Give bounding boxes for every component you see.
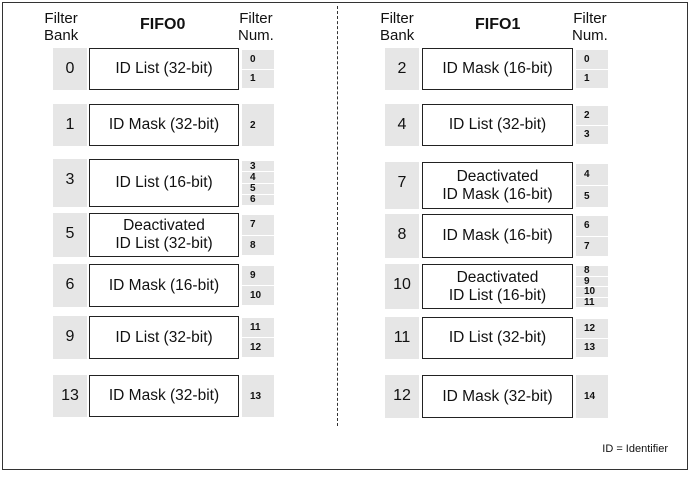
filter-mode-label: ID Mask (16-bit) (442, 60, 553, 77)
filter-mode-box: Deactivated ID Mask (16-bit) (422, 162, 573, 209)
filter-num-cell: 12 (242, 338, 274, 357)
filter-mode-box: ID Mask (16-bit) (422, 48, 573, 90)
filter-bank-cell: 13 (53, 375, 87, 417)
filter-bank-header-fifo1: Filter Bank (380, 10, 415, 44)
filter-mode-label: ID Mask (16-bit) (108, 276, 220, 294)
filter-mode-label: ID Mask (32-bit) (442, 387, 553, 405)
filter-num-cell: 5 (576, 186, 608, 207)
filter-mode-label: Deactivated ID Mask (16-bit) (442, 167, 553, 203)
filter-num-cell: 14 (576, 375, 608, 418)
filter-num-cell: 7 (576, 236, 608, 256)
filter-mode-label: ID List (32-bit) (448, 329, 547, 346)
filter-mode-box: ID Mask (16-bit) (89, 264, 239, 307)
filter-num-cell: 0 (576, 50, 608, 69)
filter-mode-box: ID Mask (32-bit) (89, 375, 239, 417)
filter-num-header-fifo1: Filter Num. (572, 10, 608, 44)
filter-bank-cell: 1 (53, 104, 87, 146)
filter-mode-box: ID List (32-bit) (422, 104, 573, 146)
filter-num-cell: 0 (242, 50, 274, 69)
filter-mode-label: Deactivated ID List (32-bit) (115, 217, 213, 252)
filter-num-header-fifo0: Filter Num. (238, 10, 274, 44)
filter-mode-label: ID Mask (32-bit) (108, 387, 220, 404)
filter-num-cell: 8 (576, 265, 608, 276)
filter-mode-label: ID List (16-bit) (115, 174, 213, 191)
filter-mode-box: ID List (32-bit) (89, 48, 239, 90)
filter-mode-box: ID Mask (32-bit) (89, 104, 239, 146)
filter-num-cell: 10 (242, 286, 274, 305)
filter-num-cell: 10 (576, 286, 608, 297)
filter-num-cell: 7 (242, 215, 274, 235)
filter-num-cell: 4 (242, 172, 274, 183)
filter-num-cell: 8 (242, 235, 274, 255)
diagram-frame (2, 2, 688, 470)
filter-num-cell: 6 (576, 216, 608, 236)
filter-mode-box: ID Mask (16-bit) (422, 214, 573, 258)
filter-bank-cell: 5 (53, 213, 87, 257)
legend: ID = Identifier (602, 443, 668, 455)
filter-mode-box: ID Mask (32-bit) (422, 375, 573, 418)
filter-bank-cell: 12 (385, 375, 419, 418)
filter-mode-box: Deactivated ID List (16-bit) (422, 264, 573, 309)
filter-num-cell: 1 (242, 69, 274, 88)
filter-bank-cell: 0 (53, 48, 87, 90)
filter-num-cell: 11 (242, 318, 274, 337)
fifo0-title: FIFO0 (140, 16, 186, 33)
filter-mode-box: ID List (16-bit) (89, 159, 239, 207)
filter-bank-cell: 8 (385, 214, 419, 258)
filter-num-cell: 13 (242, 375, 274, 417)
filter-bank-cell: 10 (385, 264, 419, 309)
filter-num-cell: 12 (576, 319, 608, 338)
filter-bank-cell: 7 (385, 162, 419, 209)
filter-num-cell: 3 (242, 161, 274, 172)
filter-mode-label: ID List (32-bit) (448, 116, 547, 133)
filter-num-cell: 9 (242, 266, 274, 285)
filter-mode-box: Deactivated ID List (32-bit) (89, 213, 239, 257)
filter-num-cell: 11 (576, 297, 608, 308)
filter-num-cell: 5 (242, 183, 274, 194)
filter-bank-cell: 11 (385, 317, 419, 359)
filter-bank-cell: 9 (53, 316, 87, 359)
filter-mode-label: ID List (32-bit) (115, 60, 213, 77)
fifo1-title: FIFO1 (475, 16, 521, 33)
filter-mode-label: ID List (32-bit) (115, 328, 213, 346)
filter-num-cell: 6 (242, 194, 274, 205)
filter-bank-cell: 2 (385, 48, 419, 90)
filter-mode-box: ID List (32-bit) (422, 317, 573, 359)
fifo-divider (337, 6, 338, 426)
filter-bank-header-fifo0: Filter Bank (44, 10, 79, 44)
filter-bank-cell: 6 (53, 264, 87, 307)
filter-num-cell: 2 (576, 106, 608, 125)
filter-num-cell: 1 (576, 69, 608, 88)
filter-num-cell: 13 (576, 338, 608, 357)
filter-num-cell: 2 (242, 104, 274, 146)
filter-num-cell: 4 (576, 164, 608, 185)
filter-mode-label: ID Mask (16-bit) (442, 227, 553, 244)
filter-mode-label: Deactivated ID List (16-bit) (448, 268, 547, 304)
filter-mode-label: ID Mask (32-bit) (108, 116, 220, 133)
filter-num-cell: 3 (576, 125, 608, 144)
filter-num-cell: 9 (576, 276, 608, 287)
filter-bank-cell: 3 (53, 159, 87, 207)
filter-mode-box: ID List (32-bit) (89, 316, 239, 359)
filter-bank-cell: 4 (385, 104, 419, 146)
